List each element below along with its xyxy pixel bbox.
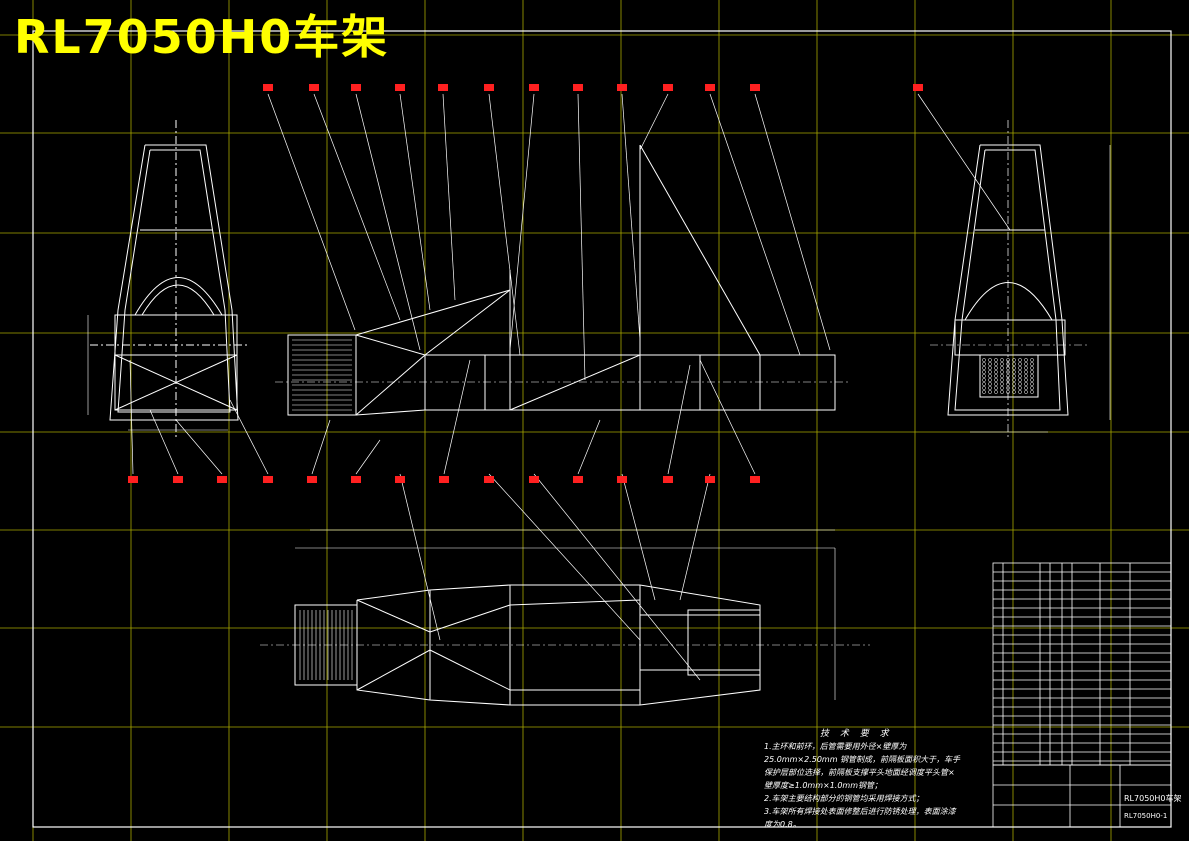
requirement-line: 3.车架所有焊接处表面修整后进行防锈处理，表面涂漆: [764, 807, 956, 816]
callout-marker: [263, 476, 273, 483]
callout-marker: [913, 84, 923, 91]
side-view: [275, 144, 850, 416]
requirements-text: 1.主环和前环，后管需要用外径×壁厚为 25.0mm×2.50mm 钢管制成，前…: [764, 740, 994, 831]
callout-marker: [439, 476, 449, 483]
drawing-border: [32, 30, 1172, 828]
callout-marker: [217, 476, 227, 483]
requirement-line: 壁厚度≥1.0mm×1.0mm钢管；: [764, 781, 883, 790]
top-view: [260, 529, 870, 706]
callout-marker: [529, 476, 539, 483]
callout-marker: [307, 476, 317, 483]
callout-leaders: [128, 84, 1011, 681]
callout-marker: [617, 84, 627, 91]
callout-marker: [617, 476, 627, 483]
requirement-line: 2.车架主要结构部分的钢管均采用焊接方式；: [764, 794, 924, 803]
callout-marker: [529, 84, 539, 91]
title-block-name: RL7050H0车架: [1124, 794, 1182, 803]
drawing-title: RL7050H0车架: [14, 10, 390, 64]
title-block: [992, 562, 1172, 828]
callout-marker: [309, 84, 319, 91]
callout-marker: [484, 476, 494, 483]
callout-marker: [395, 476, 405, 483]
title-block-drawing-no: RL7050H0-1: [1124, 812, 1168, 820]
callout-marker: [263, 84, 273, 91]
requirement-line: 1.主环和前环，后管需要用外径×壁厚为: [764, 742, 907, 751]
requirement-line: 度为0.8。: [764, 820, 801, 829]
callout-marker: [705, 84, 715, 91]
callout-marker: [750, 476, 760, 483]
callout-marker: [351, 84, 361, 91]
callout-marker: [705, 476, 715, 483]
requirement-line: 保护层部位选择，前隔板支撑平头地面经调度平头管×: [764, 768, 955, 777]
callout-marker: [128, 476, 138, 483]
callout-marker: [351, 476, 361, 483]
callout-marker: [750, 84, 760, 91]
callout-marker: [484, 84, 494, 91]
callout-marker: [573, 476, 583, 483]
callout-marker: [663, 476, 673, 483]
requirements-heading: 技 术 要 求: [820, 729, 893, 739]
callout-marker: [663, 84, 673, 91]
rear-view: [930, 120, 1111, 440]
requirement-line: 25.0mm×2.50mm 钢管制成，前隔板面积大于，车手: [764, 755, 961, 764]
callout-marker: [173, 476, 183, 483]
callout-marker: [438, 84, 448, 91]
callout-marker: [573, 84, 583, 91]
front-view: [87, 120, 250, 440]
callout-marker: [395, 84, 405, 91]
